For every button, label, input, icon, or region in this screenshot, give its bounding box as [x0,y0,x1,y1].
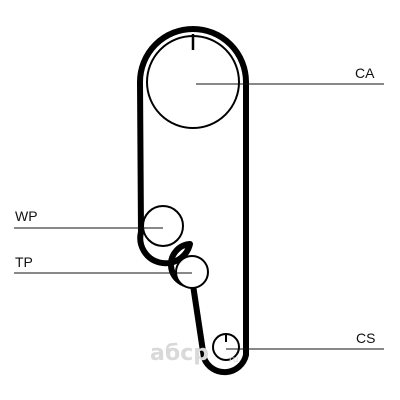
timing-belt [137,26,249,376]
watermark-suffix: ru [229,355,238,365]
label-ca: CA [355,65,375,81]
watermark-logo: aбcp [150,341,209,366]
water-pump-pulley [142,205,184,247]
label-cs: CS [356,330,375,346]
label-wp: WP [15,208,38,224]
label-tp: TP [15,254,33,270]
tensioner-pulley [175,255,209,289]
